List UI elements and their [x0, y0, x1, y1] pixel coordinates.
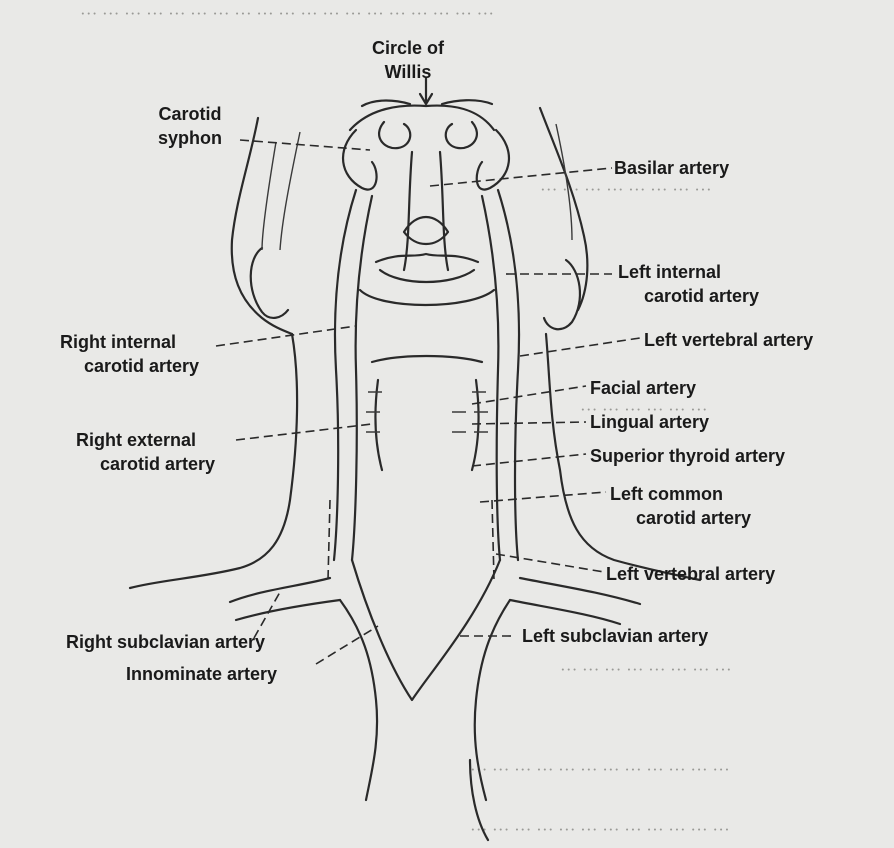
- label-line: Left vertebral artery: [644, 330, 814, 350]
- left-subclavian-lower: [508, 598, 622, 626]
- thyroid-cartilage-left: [374, 378, 384, 472]
- label-right-internal-carotid: Right internal carotid artery: [60, 330, 199, 378]
- label-line: Circle of: [372, 38, 445, 58]
- contour-left-1: [261, 141, 277, 251]
- chin: [358, 288, 496, 307]
- label-line: Left vertebral artery: [606, 564, 776, 584]
- right-internal-carotid-inner: [350, 194, 374, 562]
- label-line: carotid artery: [644, 286, 760, 306]
- circle-of-willis-cap-right: [440, 99, 494, 106]
- left-subclavian-upper: [518, 576, 642, 606]
- left-internal-carotid-outer: [496, 188, 521, 562]
- label-circle-of-willis: Circle of Willis: [372, 36, 444, 84]
- label-line: carotid artery: [84, 356, 200, 376]
- right-internal-carotid-outer: [332, 188, 358, 562]
- basilar-artery-left: [402, 150, 414, 272]
- aorta-left: [338, 598, 379, 802]
- circle-of-willis-loop-right: [444, 120, 478, 150]
- label-innominate: Innominate artery: [126, 662, 277, 686]
- label-left-vertebral-upper: Left vertebral artery: [644, 328, 813, 352]
- right-subclavian-lower: [234, 598, 342, 622]
- leader-lines: [215, 139, 641, 665]
- label-facial-artery: Facial artery: [590, 376, 696, 400]
- label-line: syphon: [158, 128, 223, 148]
- basilar-diamond: [402, 216, 450, 246]
- head-outline-left: [230, 116, 294, 336]
- label-line: Right external: [76, 430, 197, 450]
- neck-outline-left: [128, 332, 299, 590]
- contour-left-2: [279, 131, 301, 251]
- label-right-subclavian: Right subclavian artery: [66, 630, 265, 654]
- label-left-subclavian: Left subclavian artery: [522, 624, 708, 648]
- left-syphon: [475, 128, 511, 191]
- label-right-external-carotid: Right external carotid artery: [76, 428, 215, 476]
- label-left-internal-carotid: Left internal carotid artery: [618, 260, 759, 308]
- right-subclavian-upper: [228, 576, 332, 604]
- label-carotid-syphon: Carotid syphon: [158, 102, 222, 150]
- label-line: Left subclavian artery: [522, 626, 709, 646]
- label-line: Innominate artery: [126, 664, 278, 684]
- label-line: Lingual artery: [590, 412, 710, 432]
- contour-right-1: [555, 123, 573, 241]
- basilar-artery-right: [438, 150, 450, 272]
- left-vertebral-dashed: [491, 499, 495, 581]
- label-line: Facial artery: [590, 378, 697, 398]
- circle-of-willis-outline: [348, 104, 496, 132]
- thyroid-cartilage-right: [470, 378, 480, 472]
- hyoid: [370, 354, 484, 364]
- label-lingual-artery: Lingual artery: [590, 410, 709, 434]
- label-line: Basilar artery: [614, 158, 730, 178]
- label-line: Left internal: [618, 262, 722, 282]
- ear-left: [249, 246, 290, 319]
- descending-aorta-curl: [468, 758, 490, 842]
- label-basilar-artery: Basilar artery: [614, 156, 729, 180]
- ear-right: [542, 258, 581, 331]
- upper-lip: [374, 252, 480, 264]
- common-carotid-v: [350, 558, 502, 702]
- label-line: Right subclavian artery: [66, 632, 266, 652]
- right-syphon: [341, 128, 378, 191]
- label-line: Willis: [384, 62, 432, 82]
- circle-of-willis-loop-left: [378, 120, 412, 150]
- lower-lip: [378, 268, 476, 284]
- head-outline-right: [538, 106, 589, 312]
- thyroid-rings: [366, 391, 488, 433]
- label-line: carotid artery: [636, 508, 752, 528]
- label-left-vertebral-lower: Left vertebral artery: [606, 562, 775, 586]
- label-line: Superior thyroid artery: [590, 446, 786, 466]
- neck-outline-right: [544, 332, 702, 582]
- aorta-right: [473, 598, 512, 802]
- label-line: Carotid: [158, 104, 222, 124]
- right-vertebral-dashed: [327, 499, 331, 581]
- label-line: Right internal: [60, 332, 176, 352]
- label-line: carotid artery: [100, 454, 216, 474]
- circle-of-willis-cap-left: [360, 99, 412, 108]
- label-left-common-carotid: Left common carotid artery: [610, 482, 751, 530]
- label-superior-thyroid: Superior thyroid artery: [590, 444, 785, 468]
- willis-arrow: [418, 76, 434, 106]
- label-line: Left common: [610, 484, 724, 504]
- left-internal-carotid-inner: [480, 194, 502, 562]
